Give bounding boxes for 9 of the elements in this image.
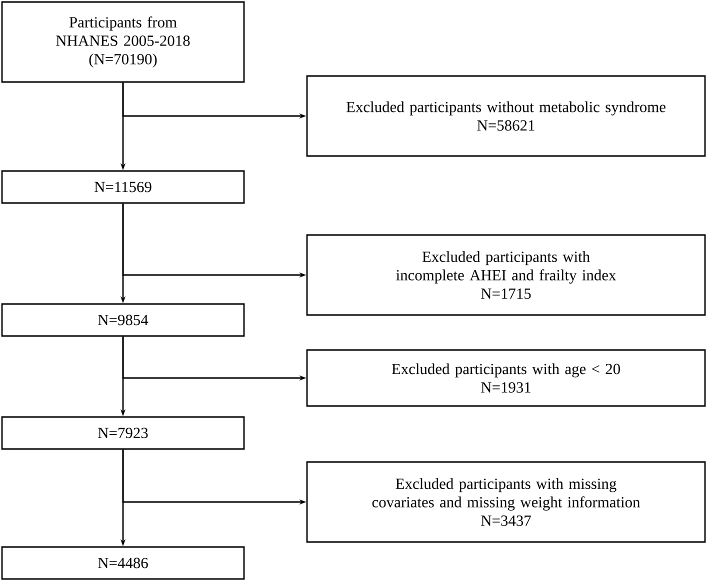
count-box: N=9854 (1, 303, 245, 337)
count-box: N=11569 (1, 170, 245, 204)
exclusion-box: Excluded participants without metabolic syndrome N=58621 (306, 75, 706, 157)
count-box: Participants from NHANES 2005-2018 (N=70190) (1, 1, 245, 83)
exclusion-box: Excluded participants with age < 20 N=1931 (306, 349, 706, 407)
exclusion-box: Excluded participants with incomplete AHEI and frailty index N=1715 (306, 234, 706, 316)
count-box: N=4486 (1, 546, 245, 580)
count-box: N=7923 (1, 416, 245, 450)
exclusion-box: Excluded participants with missing covariates and missing weight information N=3437 (306, 461, 706, 543)
